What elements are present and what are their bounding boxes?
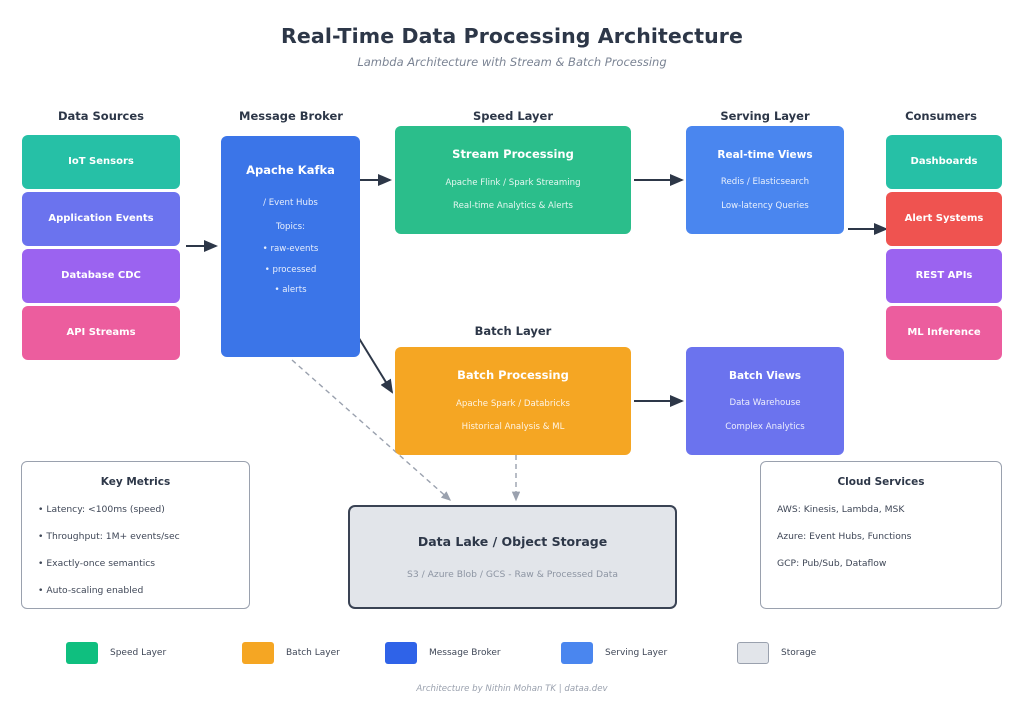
node-batch-processing-line-2: Historical Analysis & ML [461, 422, 565, 433]
key-metrics-line-2: • Throughput: 1M+ events/sec [38, 531, 180, 543]
footer-credit: Architecture by Nithin Mohan TK | dataa.… [416, 684, 608, 694]
node-batch-processing-line-1: Apache Spark / Databricks [456, 399, 570, 410]
node-kafka-topic-alerts: • alerts [274, 285, 307, 296]
node-alert-systems[interactable]: Alert Systems [886, 192, 1002, 246]
page-subtitle: Lambda Architecture with Stream & Batch … [357, 55, 667, 69]
node-iot-sensors-label: IoT Sensors [68, 156, 134, 167]
node-ml-inference-label: ML Inference [907, 327, 981, 338]
node-batch-views-title: Batch Views [728, 369, 802, 382]
node-kafka-topics-label: Topics: [276, 222, 305, 233]
node-stream-processing[interactable]: Stream Processing Apache Flink / Spark S… [395, 126, 631, 234]
node-batch-processing-title: Batch Processing [457, 368, 569, 383]
node-realtime-views-title: Real-time Views [717, 148, 813, 161]
panel-cloud-services-title: Cloud Services [837, 476, 925, 488]
legend-swatch-speed-layer [66, 642, 98, 664]
node-database-cdc[interactable]: Database CDC [22, 249, 180, 303]
legend-swatch-batch-layer [242, 642, 274, 664]
node-alert-systems-label: Alert Systems [904, 213, 984, 224]
node-kafka-topic-raw-events: • raw-events [262, 244, 319, 255]
cloud-services-line-1: AWS: Kinesis, Lambda, MSK [777, 504, 905, 515]
legend-label-batch-layer: Batch Layer [286, 648, 340, 658]
column-header-batch-layer: Batch Layer [474, 324, 552, 338]
node-batch-views-line-2: Complex Analytics [725, 421, 805, 432]
legend-label-serving-layer: Serving Layer [605, 648, 668, 658]
node-batch-processing[interactable]: Batch Processing Apache Spark / Databric… [395, 347, 631, 455]
legend-item-batch-layer: Batch Layer [242, 642, 340, 664]
node-kafka-subtitle: / Event Hubs [263, 197, 318, 208]
node-dashboards[interactable]: Dashboards [886, 135, 1002, 189]
legend-swatch-storage [737, 642, 769, 664]
node-apache-kafka[interactable]: Apache Kafka / Event Hubs Topics: • raw-… [221, 136, 360, 357]
column-header-data-sources: Data Sources [57, 109, 145, 123]
legend-label-message-broker: Message Broker [429, 648, 501, 658]
legend-item-message-broker: Message Broker [385, 642, 501, 664]
legend-label-speed-layer: Speed Layer [110, 648, 167, 658]
node-kafka-title: Apache Kafka [246, 163, 335, 177]
node-data-lake[interactable]: Data Lake / Object Storage S3 / Azure Bl… [348, 505, 677, 609]
node-realtime-views-line-2: Low-latency Queries [721, 200, 809, 211]
node-batch-views[interactable]: Batch Views Data Warehouse Complex Analy… [686, 347, 844, 455]
column-header-speed-layer: Speed Layer [472, 109, 554, 123]
node-application-events[interactable]: Application Events [22, 192, 180, 246]
node-stream-processing-line-1: Apache Flink / Spark Streaming [445, 178, 581, 189]
node-database-cdc-label: Database CDC [61, 270, 141, 281]
cloud-services-line-2: Azure: Event Hubs, Functions [777, 531, 912, 543]
node-stream-processing-line-2: Real-time Analytics & Alerts [453, 201, 573, 212]
node-batch-views-line-1: Data Warehouse [729, 398, 801, 409]
legend-item-speed-layer: Speed Layer [66, 642, 166, 664]
node-api-streams[interactable]: API Streams [22, 306, 180, 360]
node-data-lake-title: Data Lake / Object Storage [417, 534, 608, 549]
column-header-serving-layer: Serving Layer [720, 109, 810, 123]
node-realtime-views[interactable]: Real-time Views Redis / Elasticsearch Lo… [686, 126, 844, 234]
panel-key-metrics-title: Key Metrics [100, 476, 171, 488]
node-rest-apis-label: REST APIs [915, 270, 973, 281]
key-metrics-line-3: • Exactly-once semantics [38, 558, 156, 570]
legend-item-storage: Storage [737, 642, 816, 664]
node-application-events-label: Application Events [48, 213, 154, 224]
column-header-consumers: Consumers [905, 109, 977, 123]
legend-swatch-serving-layer [561, 642, 593, 664]
node-realtime-views-line-1: Redis / Elasticsearch [720, 177, 810, 188]
node-iot-sensors[interactable]: IoT Sensors [22, 135, 180, 189]
node-rest-apis[interactable]: REST APIs [886, 249, 1002, 303]
panel-key-metrics: Key Metrics • Latency: <100ms (speed) • … [21, 461, 250, 609]
legend-label-storage: Storage [781, 648, 817, 658]
key-metrics-line-4: • Auto-scaling enabled [38, 585, 144, 597]
node-api-streams-label: API Streams [66, 327, 136, 338]
node-stream-processing-title: Stream Processing [452, 147, 574, 162]
node-ml-inference[interactable]: ML Inference [886, 306, 1002, 360]
node-dashboards-label: Dashboards [910, 156, 978, 167]
page-title: Real-Time Data Processing Architecture [281, 24, 743, 48]
cloud-services-line-3: GCP: Pub/Sub, Dataflow [777, 558, 887, 570]
node-data-lake-subtitle: S3 / Azure Blob / GCS - Raw & Processed … [407, 569, 618, 580]
panel-cloud-services: Cloud Services AWS: Kinesis, Lambda, MSK… [760, 461, 1002, 609]
node-kafka-topic-processed: • processed [264, 264, 317, 275]
column-header-message-broker: Message Broker [239, 109, 343, 123]
legend-swatch-message-broker [385, 642, 417, 664]
key-metrics-line-1: • Latency: <100ms (speed) [38, 504, 165, 515]
legend-item-serving-layer: Serving Layer [561, 642, 667, 664]
